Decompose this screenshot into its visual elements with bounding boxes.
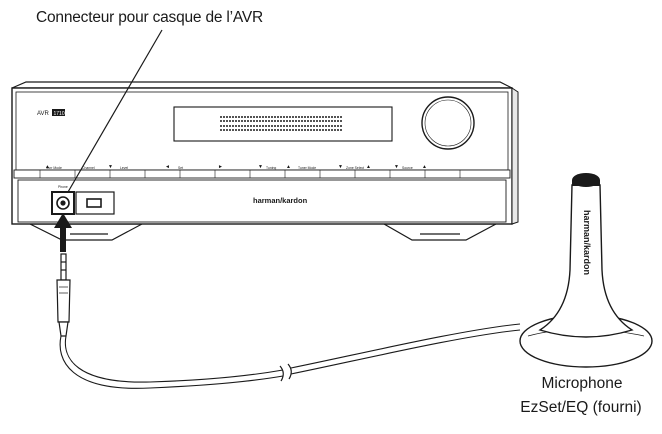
svg-text:▼: ▼ [338,164,343,170]
callout-label: Connecteur pour casque de l’AVR [36,9,264,26]
svg-text:Tuner Mode: Tuner Mode [298,166,316,170]
svg-text:Phone: Phone [58,185,68,189]
svg-text:Set: Set [178,166,183,170]
insert-arrow [54,213,72,252]
svg-text:Tuning: Tuning [266,166,276,170]
button-strip: Surr Mode Channel Level Set Tuning Tuner… [13,164,511,179]
svg-text:AVR: AVR [37,111,50,117]
callout-line [67,29,163,193]
receiver: AVR 1710 [11,81,519,225]
microphone: harman/kardon [519,173,653,368]
microphone-brand: harman/kardon [582,210,592,275]
volume-knob [421,96,475,150]
svg-text:◄: ◄ [165,164,170,170]
microphone-stem [538,184,634,338]
svg-text:▲: ▲ [422,164,427,170]
display-characters [220,116,342,131]
svg-text:Surr Mode: Surr Mode [46,166,62,170]
receiver-feet [29,223,497,241]
svg-text:▲: ▲ [45,164,50,170]
receiver-brand: harman/kardon [253,196,308,205]
microphone-label-line2: EzSet/EQ (fourni) [520,399,642,416]
receiver-top [11,81,513,89]
svg-text:►: ► [218,164,223,170]
svg-text:1710: 1710 [54,111,65,117]
microphone-label-line1: Microphone [541,375,623,392]
headphone-jack: Phone [51,185,75,215]
svg-text:▼: ▼ [394,164,399,170]
headphone-plug [56,253,71,337]
svg-text:Level: Level [120,166,128,170]
model-badge: AVR 1710 [37,109,65,117]
usb-port [75,191,115,215]
display-window [173,106,393,142]
svg-text:▲: ▲ [286,164,291,170]
microphone-cable [59,323,521,389]
svg-text:▼: ▼ [108,164,113,170]
svg-text:▲: ▲ [366,164,371,170]
svg-text:Zone Select: Zone Select [346,166,364,170]
svg-text:Channel: Channel [82,166,95,170]
svg-text:▼: ▼ [258,164,263,170]
svg-text:Source: Source [402,166,413,170]
